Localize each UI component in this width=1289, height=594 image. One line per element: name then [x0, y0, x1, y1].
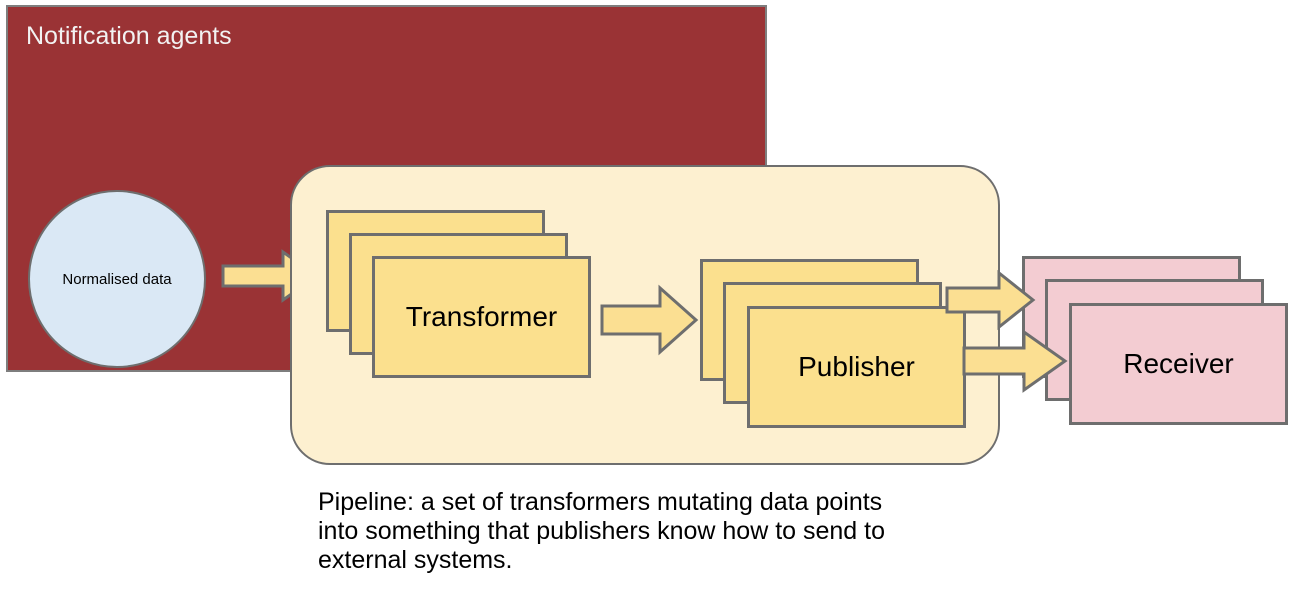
receiver-label: Receiver [1123, 348, 1234, 379]
transformer-card-front: Transformer [372, 256, 591, 378]
arrow-publisher-to-receiver-lower [962, 329, 1068, 393]
pipeline-caption: Pipeline: a set of transformers mutating… [318, 488, 998, 575]
arrow-transformer-to-publisher [600, 284, 699, 356]
caption-line-2: into something that publishers know how … [318, 517, 886, 545]
receiver-card-front: Receiver [1069, 303, 1288, 425]
publisher-label: Publisher [798, 351, 915, 382]
caption-line-1: Pipeline: a set of transformers mutating… [318, 488, 883, 516]
normalised-data-label: Normalised data [62, 270, 172, 288]
caption-line-3: external systems. [318, 546, 513, 574]
notification-agents-label: Notification agents [26, 22, 232, 50]
normalised-data-node: Normalised data [28, 190, 206, 368]
publisher-card-front: Publisher [747, 306, 966, 428]
arrow-publisher-to-receiver-upper [945, 269, 1036, 331]
transformer-label: Transformer [405, 301, 558, 332]
